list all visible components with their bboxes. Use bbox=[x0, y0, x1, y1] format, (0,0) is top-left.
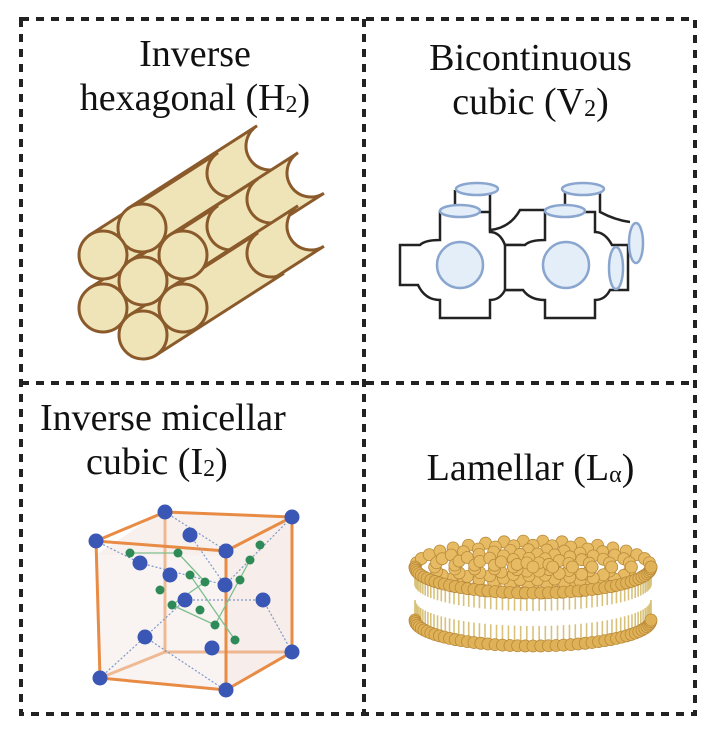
label-inverse-micellar-cubic: Inverse micellar cubic (I2) bbox=[40, 397, 286, 483]
label-inverse-hexagonal: Inverse hexagonal (H2) bbox=[79, 33, 311, 119]
label-lamellar: Lamellar (Lα) bbox=[426, 447, 635, 489]
label-bicontinuous-cubic: Bicontinuous cubic (V2) bbox=[429, 37, 632, 123]
